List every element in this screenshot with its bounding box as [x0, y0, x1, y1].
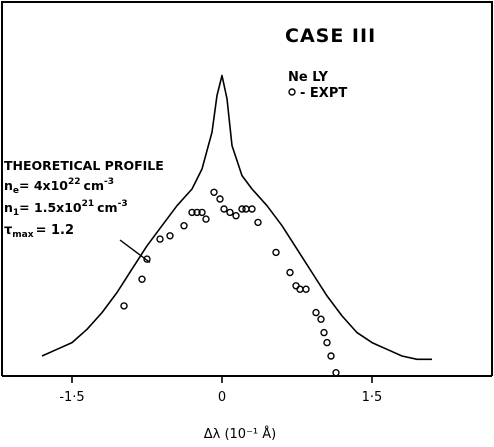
expt-data-point	[216, 195, 224, 203]
expt-data-point	[242, 205, 250, 213]
x-tick-label: -1·5	[59, 390, 84, 405]
annotation-tau-lhs: τ	[4, 223, 12, 238]
annotation-n1-unit: cm	[97, 200, 117, 215]
annotation-ne-rhs: = 4x10	[19, 178, 68, 193]
annotation-n1-exp: 21	[82, 199, 95, 209]
annotation-tau: τmax= 1.2	[4, 223, 74, 240]
expt-data-point	[286, 268, 294, 277]
expt-data-point	[320, 328, 328, 337]
annotation-n1-unit-exp: -3	[118, 199, 128, 209]
expt-data-point	[143, 255, 151, 263]
expt-data-point	[327, 352, 335, 360]
annotation-ne-lhs: n	[4, 178, 13, 193]
expt-data-point	[202, 215, 210, 223]
expt-data-point	[120, 302, 128, 310]
legend-marker-circle	[288, 88, 296, 96]
legend: Ne LY - EXPT	[288, 70, 347, 101]
expt-points-layer	[120, 188, 340, 377]
expt-data-point	[312, 308, 320, 317]
expt-data-point	[332, 369, 340, 377]
expt-data-point	[193, 208, 201, 217]
annotation-ne-sub: e	[13, 186, 19, 196]
expt-data-point	[138, 275, 146, 283]
chart-title: CASE III	[285, 25, 376, 47]
expt-data-point	[210, 188, 218, 197]
x-axis-label: Δλ (10⁻¹ Å)	[204, 426, 277, 442]
x-ticks: -1·5 0 1·5	[59, 376, 382, 405]
annotation-tau-sub: max	[12, 230, 33, 240]
expt-data-point	[302, 285, 310, 293]
x-tick-label: 0	[218, 390, 226, 405]
expt-data-point	[232, 211, 240, 220]
expt-data-point	[248, 205, 256, 213]
plot-frame	[1, 1, 493, 376]
expt-data-point	[226, 208, 234, 217]
expt-data-point	[198, 208, 206, 217]
expt-data-point	[296, 285, 304, 293]
expt-data-point	[238, 205, 246, 213]
annotation-ne-unit-exp: -3	[104, 177, 114, 187]
expt-data-point	[272, 248, 280, 257]
theoretical-curve-layer	[41, 74, 432, 361]
expt-data-point	[188, 208, 196, 217]
annotation-n1-lhs: n	[4, 200, 13, 215]
expt-data-point	[156, 235, 164, 243]
annotation-tau-rhs: = 1.2	[36, 223, 74, 238]
expt-data-point	[166, 232, 174, 240]
annotation-n1-rhs: = 1.5x10	[19, 200, 82, 215]
annotation-ne-unit: cm	[84, 178, 104, 193]
expt-data-point	[254, 218, 262, 227]
annotation-title: THEORETICAL PROFILE	[4, 158, 164, 173]
expt-data-point	[317, 315, 325, 323]
annotation-n1-sub: 1	[13, 208, 19, 218]
expt-data-point	[323, 338, 331, 347]
x-tick-label: 1·5	[362, 390, 383, 405]
annotation-leader-line	[119, 239, 151, 264]
theoretical-profile-line	[41, 74, 432, 361]
expt-data-point	[180, 221, 188, 230]
annotation-ne-exp: 22	[68, 177, 81, 187]
legend-line-2: - EXPT	[300, 86, 347, 101]
legend-line-1: Ne LY	[288, 70, 328, 85]
expt-data-point	[220, 205, 228, 213]
